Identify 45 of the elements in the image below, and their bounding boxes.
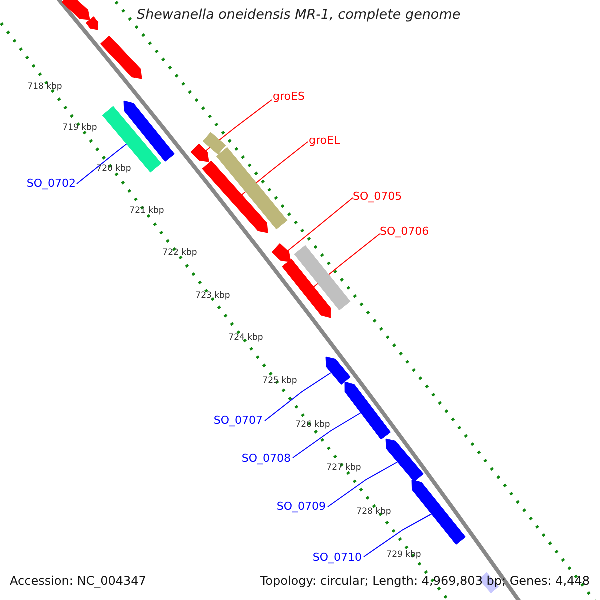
gene-label: groES (273, 91, 305, 102)
tick-label: 722 kbp (162, 248, 198, 258)
gene-label: SO_0705 (353, 191, 402, 202)
gene-label: SO_0709 (276, 501, 326, 512)
gene-feature (272, 243, 292, 262)
tick-label: 720 kbp (96, 164, 132, 174)
gene-label: SO_0706 (380, 226, 430, 237)
tick-label: 728 kbp (356, 508, 392, 516)
leader-line (292, 412, 362, 458)
gene-feature (100, 36, 142, 80)
tick-label: 727 kbp (326, 464, 362, 472)
gene-feature (190, 144, 210, 162)
gene-label: groEL (309, 135, 340, 146)
gene-label: SO_0707 (214, 415, 263, 426)
leader-line (76, 144, 128, 184)
tick-label: 724 kbp (228, 334, 264, 342)
gene-feature (86, 16, 99, 30)
gene-feature (202, 160, 268, 234)
gene-feature (124, 100, 175, 162)
tick-label: 718 kbp (28, 82, 62, 92)
leader-line (288, 198, 354, 252)
gene-feature (294, 245, 351, 311)
footer-text: Topology: circular; Length: 4,969,803 bp; Genes: 4,448 (260, 575, 590, 587)
leader-line (206, 100, 272, 152)
gene-feature (282, 259, 332, 318)
gene-feature (386, 438, 424, 482)
gene-feature (412, 480, 466, 546)
tick-label: 725 kbp (262, 376, 298, 386)
gene-feature (344, 382, 392, 440)
gene-feature (216, 147, 288, 230)
gene-label: SO_0702 (26, 178, 76, 189)
gene-feature (202, 132, 226, 155)
tick-label: 721 kbp (130, 206, 164, 216)
footer-text: Accession: NC_004347 (10, 575, 146, 587)
gene-feature (62, 0, 90, 20)
gene-label: SO_0710 (312, 552, 362, 563)
tick-label: 723 kbp (196, 292, 230, 300)
tick-label: 729 kbp (386, 550, 422, 560)
map-title: Shewanella oneidensis MR-1, complete genome (137, 9, 461, 22)
leader-line (364, 514, 432, 558)
gene-feature (326, 356, 351, 386)
leader-line (264, 372, 332, 422)
tick-label: 726 kbp (296, 420, 330, 430)
leader-line (328, 462, 398, 508)
gene-label: SO_0708 (242, 453, 291, 464)
